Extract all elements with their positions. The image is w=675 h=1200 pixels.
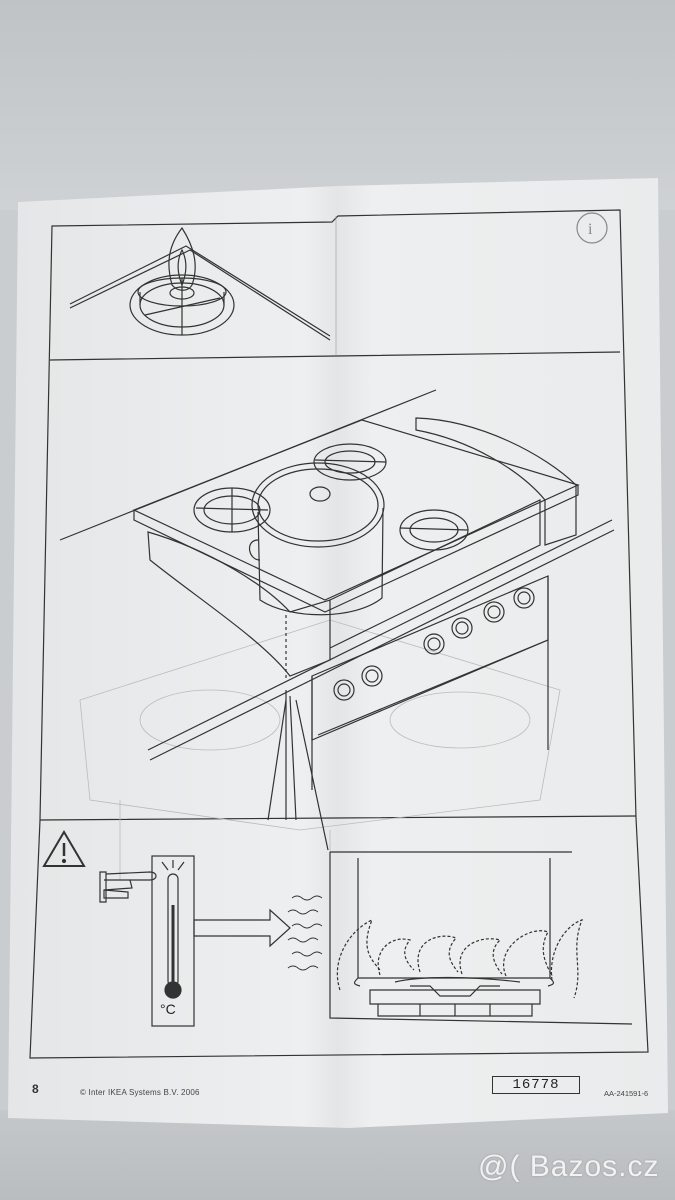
background-top <box>0 0 675 210</box>
product-code-box: 16778 <box>492 1076 580 1094</box>
pointing-hand-icon <box>99 871 157 903</box>
control-knobs <box>333 587 535 701</box>
svg-text:i: i <box>588 221 593 238</box>
heat-waves-icon <box>287 895 323 971</box>
oven-front <box>311 575 549 790</box>
warning-triangle-icon <box>42 830 86 867</box>
burner-right <box>399 509 469 551</box>
document-number: AA-241591-6 <box>604 1089 649 1098</box>
cooking-pot <box>249 462 385 616</box>
hob-plate <box>132 419 580 613</box>
copyright-notice: © Inter IKEA Systems B.V. 2006 <box>80 1088 200 1097</box>
burner-back <box>313 443 387 481</box>
callout-leader <box>285 690 297 821</box>
page-frame <box>29 209 649 1059</box>
flame-icon <box>168 226 196 291</box>
bazos-watermark: @( Bazos.cz <box>478 1150 660 1183</box>
page-number: 8 <box>32 1082 39 1096</box>
flames-icon <box>336 918 584 999</box>
celsius-unit-label: °C <box>160 1001 176 1017</box>
burner-grate-icon <box>369 976 541 1017</box>
burner-left <box>193 487 271 533</box>
info-icon <box>576 212 608 244</box>
top-panel-divider <box>49 351 621 361</box>
pan-protector-side <box>415 417 577 546</box>
burner-flame-illustration <box>69 226 331 341</box>
thermometer-icon <box>151 855 195 1027</box>
bottom-panel-divider <box>39 815 637 821</box>
heat-arrow-icon <box>193 908 291 948</box>
flame-detail-illustration <box>329 851 633 1025</box>
